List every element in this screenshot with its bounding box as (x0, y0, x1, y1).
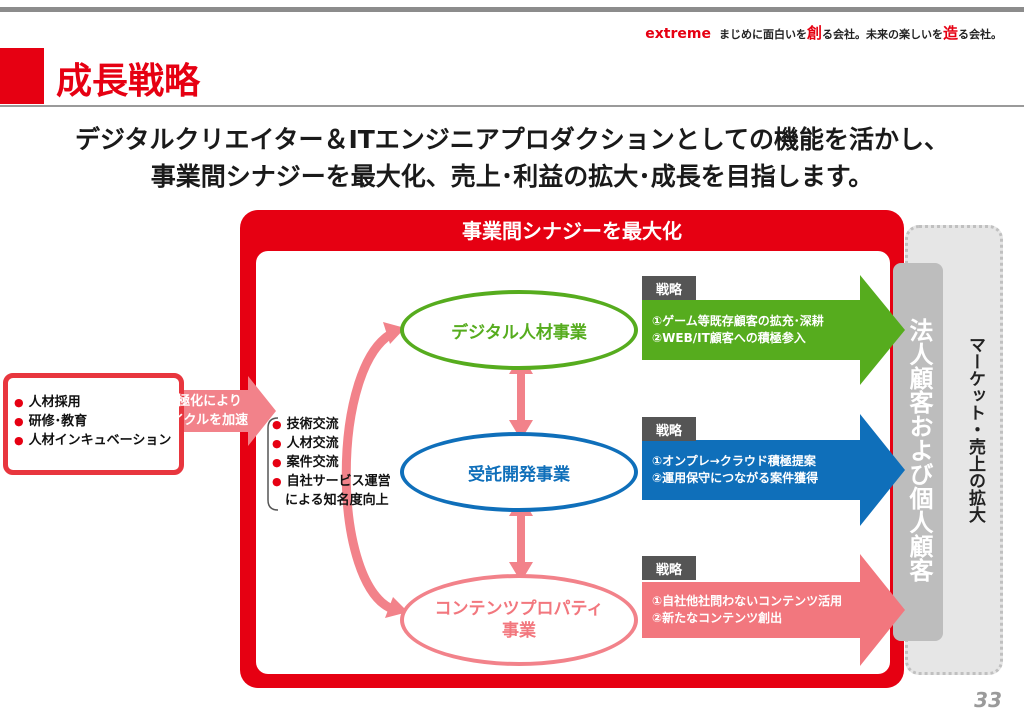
strategy-tag: 戦略 (642, 556, 696, 580)
strategy-text-content: ①自社他社問わないコンテンツ活用 ②新たなコンテンツ創出 (652, 593, 842, 627)
business-content-property: コンテンツプロパティ 事業 (400, 574, 638, 666)
brand-logo-text: extreme (645, 26, 711, 42)
business-digital-talent: デジタル人材事業 (400, 290, 638, 370)
list-item: 研修･教育 (14, 412, 171, 431)
business-content-property-label-2: 事業 (502, 621, 536, 641)
strategy-item: ②新たなコンテンツ創出 (652, 611, 783, 625)
title-underline (0, 105, 1024, 107)
synergy-label: 事業間シナジーを最大化 (462, 219, 682, 243)
page-number: 33 (974, 688, 1002, 712)
company-tagline: extreme まじめに面白いを創る会社。未来の楽しいを造る会社。 (645, 22, 1002, 43)
strategy-item: ①ゲーム等既存顧客の拡充･深耕 (652, 314, 824, 328)
business-content-property-label-1: コンテンツプロパティ (434, 599, 604, 619)
business-contract-dev: 受託開発事業 (400, 432, 638, 512)
curved-arc-arrowhead-top (383, 322, 405, 344)
vertical-arrow-2-head-down (509, 562, 533, 582)
strategy-tag: 戦略 (642, 417, 696, 441)
list-item: 自社サービス運営 (272, 472, 391, 491)
strategy-arrow-digital (642, 275, 905, 385)
tagline-part-1: まじめに面白いを (718, 28, 807, 41)
strategy-item: ①オンプレ→クラウド積極提案 (652, 454, 816, 468)
strategy-item: ②運用保守につながる案件獲得 (652, 471, 819, 485)
vertical-arrow-1-shaft (517, 372, 525, 422)
cycle-line-1: 積極化により (164, 394, 242, 409)
strategy-text-contract: ①オンプレ→クラウド積極提案 ②運用保守につながる案件獲得 (652, 453, 818, 487)
list-item: 案件交流 (272, 453, 391, 472)
business-contract-dev-label: 受託開発事業 (468, 464, 570, 485)
list-item: 技術交流 (272, 415, 391, 434)
recruitment-list: 人材採用 研修･教育 人材インキュベーション (14, 393, 172, 450)
exchange-list: 技術交流 人材交流 案件交流 自社サービス運営 (272, 415, 391, 491)
headline-line-2: 事業間シナジーを最大化、売上･利益の拡大･成長を目指します。 (150, 162, 874, 191)
strategy-arrow-content (642, 554, 905, 666)
list-item: 人材採用 (14, 393, 171, 412)
strategy-item: ①自社他社問わないコンテンツ活用 (652, 594, 843, 608)
strategy-item: ②WEB/IT顧客への積極参入 (652, 331, 806, 345)
cycle-line-2: サイクルを加速 (157, 413, 249, 428)
vertical-arrow-2-shaft (517, 513, 525, 565)
tagline-highlight-1: 創 (806, 24, 822, 42)
exchange-tail: による知名度向上 (285, 493, 389, 508)
title-accent-bar (0, 48, 44, 104)
top-divider (0, 7, 1024, 12)
market-label: マーケット・売上の拡大 (965, 336, 985, 523)
business-digital-talent-label: デジタル人材事業 (451, 322, 587, 343)
headline-line-1: デジタルクリエイター＆ITエンジニアプロダクションとしての機能を活かし、 (74, 125, 950, 154)
customer-label: 法人顧客および個人顧客 (905, 318, 933, 582)
tagline-part-2: る会社。未来の楽しいを (821, 28, 943, 41)
strategy-tag: 戦略 (642, 276, 696, 300)
cycle-arrow-text: 積極化により サイクルを加速 (148, 392, 258, 430)
vertical-arrow-1-head-down (509, 420, 533, 440)
strategy-arrow-contract (642, 414, 905, 526)
page-title: 成長戦略 (56, 61, 201, 102)
tagline-highlight-2: 造 (942, 24, 958, 42)
list-item: 人材インキュベーション (14, 431, 172, 450)
strategy-text-digital: ①ゲーム等既存顧客の拡充･深耕 ②WEB/IT顧客への積極参入 (652, 313, 824, 347)
list-item: 人材交流 (272, 434, 391, 453)
tagline-part-3: る会社。 (958, 28, 1002, 41)
